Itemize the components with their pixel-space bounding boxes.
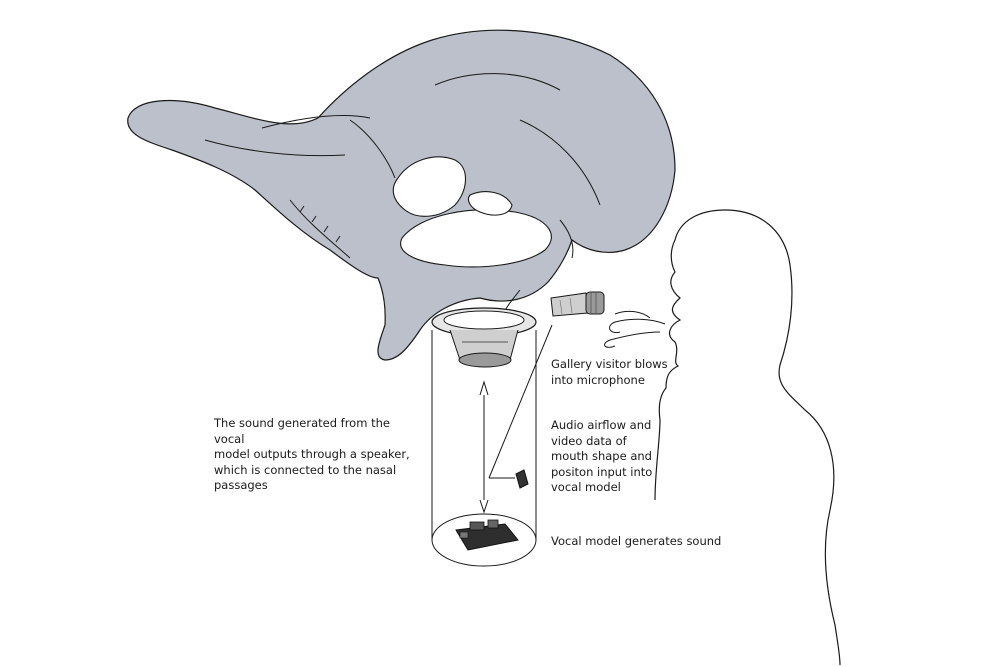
circuit-board [455, 519, 519, 551]
breath-airflow [604, 310, 666, 348]
camera-chip [515, 469, 529, 489]
speaker-caption: The sound generated from the vocal model… [214, 416, 410, 492]
sound-path-arrow [479, 380, 489, 514]
microphone [550, 291, 605, 317]
dinosaur-skull [127, 29, 676, 361]
speaker [431, 307, 537, 368]
vocal-model-caption: Vocal model generates sound [551, 534, 722, 548]
signal-wire [488, 324, 553, 479]
audio-input-caption: Audio airflow and video data of mouth sh… [551, 418, 653, 494]
microphone-caption: Gallery visitor blows into microphone [551, 357, 668, 387]
visitor-silhouette [654, 209, 841, 666]
